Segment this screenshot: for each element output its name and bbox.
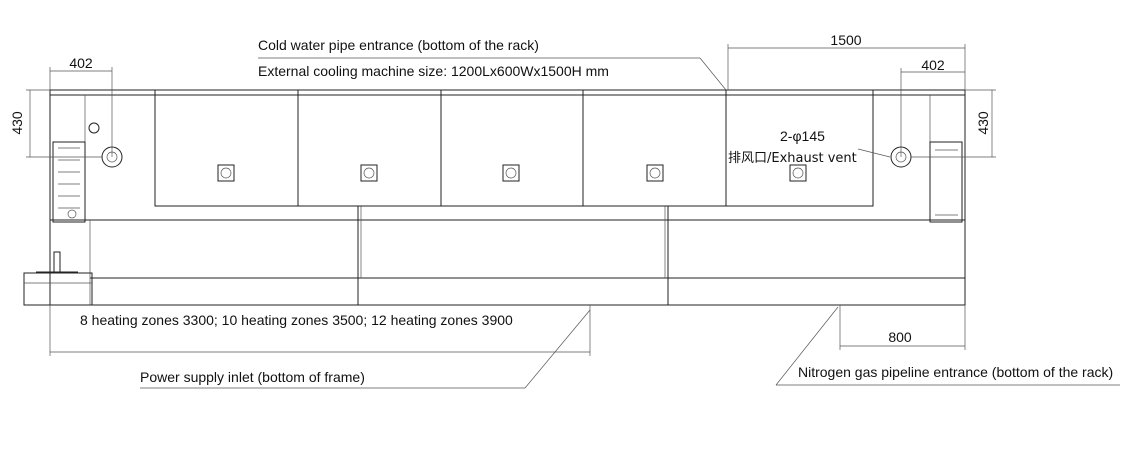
- exhaust-count-label: 2-φ145: [780, 128, 825, 144]
- dim-left-height: 430: [9, 111, 25, 135]
- small-port: [88, 122, 100, 134]
- dim-bottom-right-span: 800: [888, 329, 912, 345]
- dim-top-right-span: 1500: [830, 32, 861, 48]
- left-conveyor-entry: [52, 141, 86, 223]
- nitrogen-label: Nitrogen gas pipeline entrance (bottom o…: [798, 364, 1113, 380]
- heating-zones-label: 8 heating zones 3300; 10 heating zones 3…: [80, 312, 513, 328]
- fan-unit-3: [502, 164, 520, 182]
- power-inlet-label: Power supply inlet (bottom of frame): [140, 369, 365, 385]
- leader-lines: [140, 57, 1120, 389]
- fan-unit-2: [360, 164, 378, 182]
- machine-body: [49, 89, 966, 306]
- cooling-size-label: External cooling machine size: 1200Lx600…: [258, 63, 609, 79]
- dim-top-left-width: 402: [69, 55, 93, 71]
- exhaust-vent-label: 排风口/Exhaust vent: [728, 151, 857, 166]
- fan-unit-4: [646, 164, 664, 182]
- dimension-lines: [26, 44, 996, 356]
- heating-zone-hoods: [154, 89, 874, 207]
- dim-right-height: 430: [975, 111, 991, 135]
- fan-unit-1: [217, 164, 235, 182]
- control-box: [23, 251, 93, 306]
- cold-water-label: Cold water pipe entrance (bottom of the …: [258, 37, 539, 53]
- dim-top-right-width: 402: [921, 57, 945, 73]
- fan-unit-5: [789, 164, 807, 182]
- right-conveyor-exit: [929, 141, 963, 223]
